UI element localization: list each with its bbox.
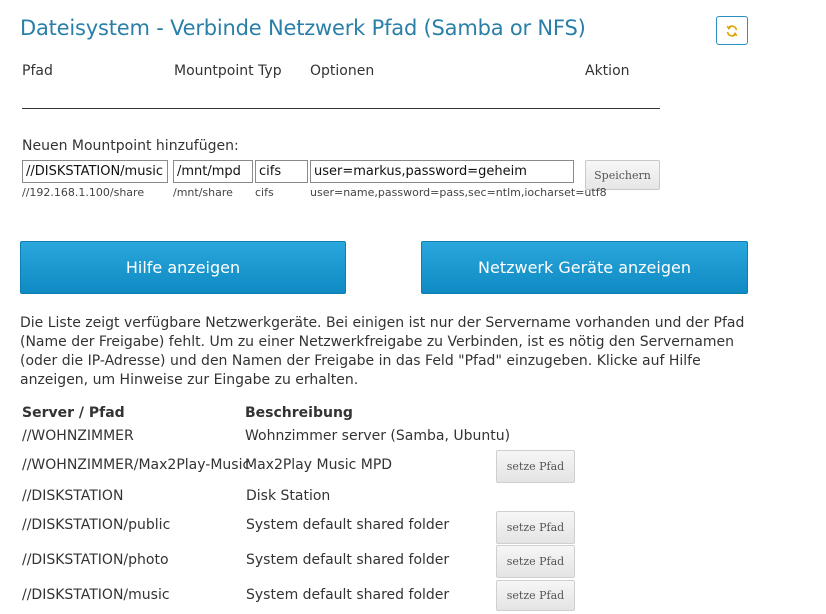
mountpoint-input[interactable] [173, 160, 253, 183]
table-divider [22, 108, 660, 109]
path-hint: //192.168.1.100/share [22, 186, 145, 199]
table-row-description: System default shared folder [246, 587, 450, 603]
table-row-description: Max2Play Music MPD [245, 457, 393, 473]
show-help-button[interactable]: Hilfe anzeigen [20, 241, 346, 294]
column-header-action: Aktion [585, 63, 630, 79]
type-input[interactable] [255, 160, 308, 183]
table-row-server: //DISKSTATION/photo [22, 552, 169, 568]
page-title: Dateisystem - Verbinde Netzwerk Pfad (Sa… [20, 16, 586, 40]
refresh-icon [726, 24, 738, 37]
mountpoint-hint: /mnt/share [173, 186, 233, 199]
table-row-description: Disk Station [246, 488, 331, 504]
set-path-button[interactable]: setze Pfad [496, 580, 575, 611]
options-hint: user=name,password=pass,sec=ntlm,iochars… [310, 186, 607, 199]
description-text: Die Liste zeigt verfügbare Netzwerkgerät… [20, 315, 745, 388]
add-mountpoint-label: Neuen Mountpoint hinzufügen: [22, 138, 239, 154]
column-header-path: Pfad [22, 63, 53, 79]
options-input[interactable] [310, 160, 574, 183]
refresh-button[interactable] [716, 16, 748, 45]
column-header-server-path: Server / Pfad [22, 405, 125, 421]
table-row-server: //WOHNZIMMER/Max2Play-Music [22, 457, 251, 473]
table-row-description: Wohnzimmer server (Samba, Ubuntu) [245, 428, 511, 444]
path-input[interactable] [22, 160, 168, 183]
show-network-devices-button[interactable]: Netzwerk Geräte anzeigen [421, 241, 748, 294]
table-row-server: //DISKSTATION/music [22, 587, 170, 603]
table-row-description: System default shared folder [246, 517, 450, 533]
table-row-server: //WOHNZIMMER [22, 428, 134, 444]
set-path-button[interactable]: setze Pfad [496, 545, 575, 578]
column-header-mountpoint-type: Mountpoint Typ [174, 63, 282, 79]
save-button[interactable]: Speichern [585, 160, 660, 190]
set-path-button[interactable]: setze Pfad [496, 511, 575, 544]
table-row-description: System default shared folder [246, 552, 450, 568]
type-hint: cifs [255, 186, 274, 199]
column-header-options: Optionen [310, 63, 375, 79]
table-row-server: //DISKSTATION/public [22, 517, 171, 533]
table-row-server: //DISKSTATION [22, 488, 124, 504]
set-path-button[interactable]: setze Pfad [496, 450, 575, 483]
column-header-description: Beschreibung [245, 405, 353, 421]
